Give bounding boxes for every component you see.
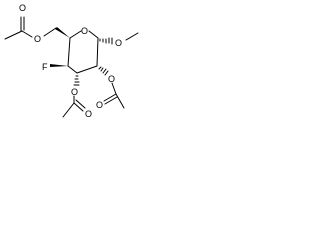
bond-o-c6-acyl bbox=[21, 30, 33, 38]
c6-oxygen-label: O bbox=[34, 34, 41, 44]
bond-c2-acyl-carbonyl-a bbox=[103, 93, 117, 102]
hashed-bond-c2-o bbox=[98, 66, 109, 76]
bond-c6-acyl-methyl bbox=[4, 30, 23, 40]
bond-c3-acyl-carbonyl-a bbox=[73, 102, 84, 112]
c6-acetyl-carbonyl-oxygen-label: O bbox=[19, 3, 26, 13]
c3-acetyl-carbonyl-oxygen-label: O bbox=[85, 109, 92, 119]
molecule-structure-diagram: O O O O F O O O O bbox=[4, 3, 139, 119]
wedge-bond-c4-f bbox=[50, 64, 68, 67]
ring-bond-c4-c5 bbox=[67, 37, 71, 67]
bond-o-methyl bbox=[125, 32, 139, 41]
ring-bond-o-c1 bbox=[88, 30, 99, 39]
bond-c2-acyl-carbonyl-b bbox=[104, 96, 118, 105]
ring-bond-c2-c3 bbox=[76, 65, 98, 74]
bonds bbox=[4, 16, 139, 118]
fluorine-label: F bbox=[42, 62, 48, 72]
atom-labels: O O O O F O O O O bbox=[19, 3, 122, 119]
wedge-bond-c5-c6 bbox=[55, 27, 70, 38]
bond-o-c2-acyl bbox=[111, 82, 117, 95]
ring-bond-c1-c2 bbox=[96, 37, 99, 67]
ring-bond-c3-c4 bbox=[67, 65, 78, 74]
c2-oxygen-label: O bbox=[108, 74, 115, 84]
c2-acetyl-carbonyl-oxygen-label: O bbox=[96, 100, 103, 110]
ring-oxygen-label: O bbox=[81, 26, 88, 36]
glycosidic-oxygen-label: O bbox=[115, 38, 122, 48]
hashed-bond-c3-o bbox=[73, 75, 80, 86]
ring-bond-c5-o bbox=[69, 30, 82, 39]
hashed-bond-c1-o-methoxy bbox=[99, 37, 113, 45]
bond-c3-acyl-methyl bbox=[62, 102, 75, 118]
bond-c3-acyl-carbonyl-b bbox=[75, 99, 86, 109]
bond-c2-acyl-methyl bbox=[115, 93, 125, 109]
c3-oxygen-label: O bbox=[71, 87, 78, 97]
bond-c6-o bbox=[43, 27, 57, 37]
